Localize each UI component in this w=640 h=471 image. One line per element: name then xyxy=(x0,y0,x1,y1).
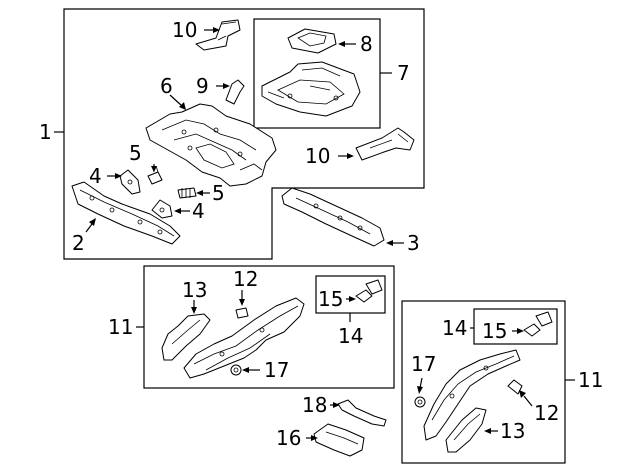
callout-10-lower: 10 xyxy=(305,144,330,168)
callout-11-left: 11 xyxy=(108,315,133,339)
reinforcement-part-13-right xyxy=(445,407,487,453)
callout-15-right: 15 xyxy=(482,319,507,343)
right-reinforcement-inset-box xyxy=(473,308,558,345)
grommet-part-17-right xyxy=(414,396,426,408)
callout-14-left: 14 xyxy=(338,324,363,348)
crossmember-part-2 xyxy=(71,181,181,245)
bracket-part-16 xyxy=(313,423,365,457)
bracket-part-10-upper xyxy=(195,19,241,51)
rear-floor-pan-part-7 xyxy=(261,61,361,117)
reinforcement-part-15-right xyxy=(523,311,553,337)
reinforcement-part-13-left xyxy=(161,313,211,361)
floor-group-box xyxy=(63,8,425,260)
leader-lines xyxy=(54,27,575,441)
callout-12-right: 12 xyxy=(534,401,559,425)
callout-14-right: 14 xyxy=(442,316,467,340)
callout-1: 1 xyxy=(39,120,52,144)
bolt-part-5-lower xyxy=(177,187,197,199)
rear-crossmember-part-3 xyxy=(281,187,385,247)
callout-3: 3 xyxy=(407,231,420,255)
bracket-part-4-lower xyxy=(151,199,173,219)
callout-4-upper: 4 xyxy=(89,164,102,188)
callout-11-right: 11 xyxy=(578,368,603,392)
front-floor-pan-part-6 xyxy=(145,103,277,187)
side-rail-part-11-left xyxy=(183,297,305,379)
callout-18: 18 xyxy=(302,393,327,417)
callout-17-right: 17 xyxy=(411,352,436,376)
bracket-part-4-upper xyxy=(119,169,141,195)
callout-8: 8 xyxy=(360,32,373,56)
callout-9: 9 xyxy=(196,74,209,98)
reinforcement-part-15-left xyxy=(355,279,383,303)
callout-2: 2 xyxy=(72,231,85,255)
callout-10-upper: 10 xyxy=(172,18,197,42)
floor-pan-part-8 xyxy=(287,28,337,54)
right-rail-group-box xyxy=(401,300,566,464)
callout-13-left: 13 xyxy=(182,278,207,302)
bracket-part-9 xyxy=(225,79,245,105)
callout-16: 16 xyxy=(276,426,301,450)
callout-6: 6 xyxy=(160,74,173,98)
callout-5-upper: 5 xyxy=(129,141,142,165)
callout-15-left: 15 xyxy=(318,287,343,311)
clip-part-12-left xyxy=(235,307,249,319)
bracket-part-10-lower xyxy=(355,127,415,161)
callout-5-lower: 5 xyxy=(212,181,225,205)
side-rail-part-11-right xyxy=(423,349,521,441)
callout-17-left: 17 xyxy=(264,358,289,382)
callout-4-lower: 4 xyxy=(192,199,205,223)
callout-7: 7 xyxy=(397,61,410,85)
grommet-part-17-left xyxy=(230,364,242,376)
callout-13-right: 13 xyxy=(500,419,525,443)
clip-part-12-right xyxy=(507,379,523,395)
bracket-part-18 xyxy=(337,399,387,427)
callout-12-left: 12 xyxy=(233,267,258,291)
